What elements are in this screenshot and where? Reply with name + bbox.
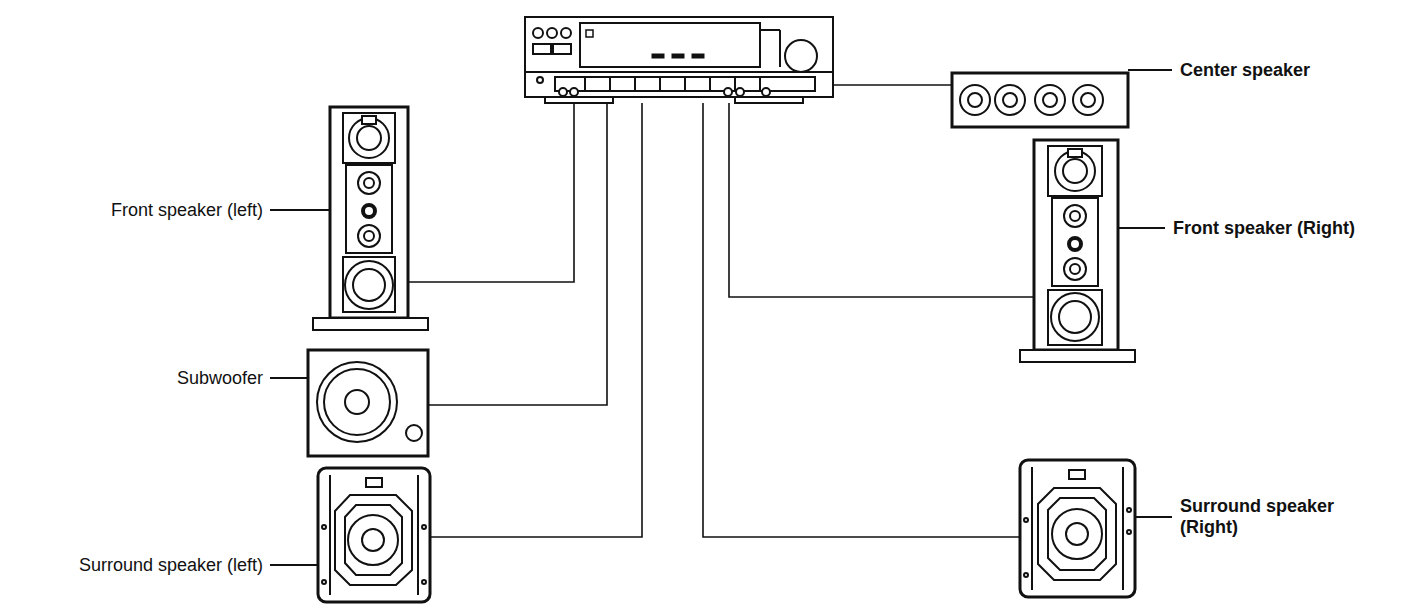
front-speaker-right [1020,140,1135,362]
surround-speaker-left [318,468,430,602]
surround-speaker-right [1020,460,1135,597]
leader-line [270,70,1172,565]
center-speaker [952,73,1128,127]
part-label: Surround speaker (left) [79,555,263,576]
speaker-wire [408,85,1034,537]
part-label: Surround speaker (Right) [1180,496,1358,538]
part-label: Front speaker (left) [111,200,263,221]
part-label: Front speaker (Right) [1173,218,1355,239]
front-speaker-left [313,107,428,330]
av-receiver [525,17,833,103]
part-label: Subwoofer [177,368,263,389]
part-label: Center speaker [1180,60,1310,81]
subwoofer [308,350,428,456]
